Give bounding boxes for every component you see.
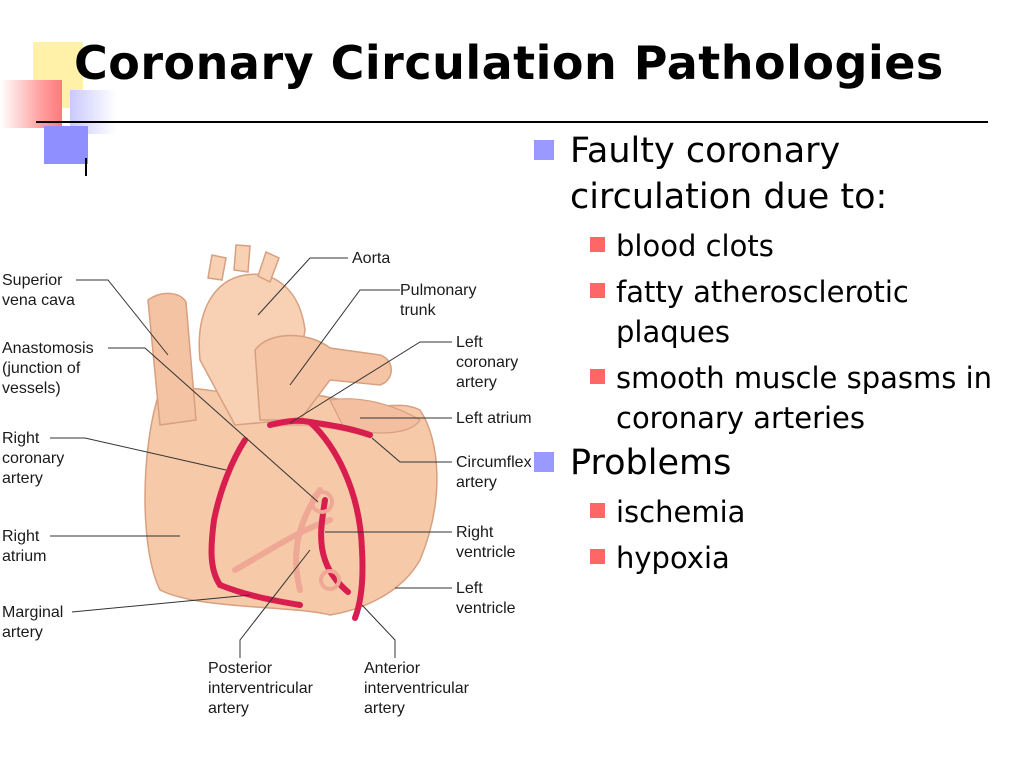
leader-cx: [371, 437, 452, 463]
sub-bullet-text: smooth muscle spasms in: [616, 361, 993, 395]
sub-bullet-blood-clots: blood clots: [534, 226, 1020, 266]
label-rv-2: ventricle: [456, 544, 516, 561]
label-svc-1: Superior: [2, 272, 63, 289]
leader-anastomosis: [108, 347, 319, 503]
leader-pt: [289, 289, 400, 386]
anterior-interventricular-artery: [307, 419, 366, 621]
deco-square-blue: [44, 126, 88, 164]
leader-aorta: [257, 257, 348, 316]
bullet-text-line: Problems: [570, 443, 732, 483]
label-pt-2: trunk: [400, 302, 437, 319]
label-aiv-3: artery: [364, 700, 405, 717]
sub-bullet-text: ischemia: [616, 495, 746, 529]
bullet-list: Faulty coronary circulation due to: bloo…: [534, 128, 1020, 578]
label-marginal-2: artery: [2, 624, 43, 641]
bullet-problems: Problems: [534, 440, 1020, 486]
label-ra-1: Right: [2, 528, 40, 545]
label-ra-2: atrium: [2, 548, 46, 565]
posterior-interventricular-artery: [318, 497, 351, 595]
sub-bullet-square-icon: [590, 237, 605, 252]
label-left-atrium: Left atrium: [456, 410, 532, 427]
label-anastomosis-3: vessels): [2, 380, 61, 397]
sub-bullet-text: fatty atherosclerotic: [616, 275, 909, 309]
leader-rca: [50, 437, 227, 471]
label-aiv-2: interventricular: [364, 680, 470, 697]
label-lv-2: ventricle: [456, 600, 516, 617]
leader-piv: [239, 549, 311, 658]
bullet-text-line: circulation due to:: [570, 177, 888, 217]
sub-bullet-ischemia: ischemia: [534, 492, 1020, 532]
label-rv-1: Right: [456, 524, 494, 541]
label-marginal-1: Marginal: [2, 604, 63, 621]
slide-title: Coronary Circulation Pathologies: [74, 36, 944, 90]
heart-diagram: Aorta Superior vena cava Pulmonary trunk…: [2, 244, 532, 717]
leader-aiv: [361, 604, 396, 658]
label-rca-3: artery: [2, 470, 43, 487]
sub-bullet-square-icon: [590, 369, 605, 384]
label-anastomosis-2: (junction of: [2, 360, 81, 377]
label-piv-1: Posterior: [208, 660, 273, 677]
label-lca-3: artery: [456, 374, 497, 391]
sub-bullet-text: coronary arteries: [616, 401, 866, 435]
label-pt-1: Pulmonary: [400, 282, 476, 299]
bullet-square-icon: [534, 140, 554, 160]
label-lv-1: Left: [456, 580, 483, 597]
sub-bullet-hypoxia: hypoxia: [534, 538, 1020, 578]
right-coronary-artery: [208, 437, 248, 588]
sub-bullet-plaques: fatty atherosclerotic plaques: [534, 272, 1020, 352]
label-svc-2: vena cava: [2, 292, 75, 309]
leader-svc: [76, 279, 169, 356]
bullet-faulty-circulation: Faulty coronary circulation due to:: [534, 128, 1020, 220]
aorta-branch-2: [233, 244, 251, 273]
pulmonary-trunk: [254, 334, 392, 421]
bullet-text-line: Faulty coronary: [570, 131, 841, 171]
leader-lca: [289, 341, 452, 424]
label-lca-1: Left: [456, 334, 483, 351]
label-rca-2: coronary: [2, 450, 64, 467]
label-cx-2: artery: [456, 474, 497, 491]
sub-bullet-spasms: smooth muscle spasms in coronary arterie…: [534, 358, 1020, 438]
sub-bullet-square-icon: [590, 283, 605, 298]
label-anastomosis-1: Anastomosis: [2, 340, 94, 357]
sub-bullet-text: blood clots: [616, 229, 774, 263]
text-cursor: [85, 158, 87, 176]
label-cx-1: Circumflex: [456, 454, 532, 471]
title-divider: [36, 121, 988, 123]
superior-vena-cava: [147, 292, 197, 426]
aorta-branch-1: [207, 254, 227, 281]
marginal-artery: [217, 582, 303, 608]
anastomosis-loop: [310, 490, 334, 514]
label-lca-2: coronary: [456, 354, 518, 371]
label-aiv-1: Anterior: [364, 660, 421, 677]
bullet-square-icon: [534, 452, 554, 472]
label-aorta: Aorta: [352, 250, 390, 267]
label-piv-2: interventricular: [208, 680, 314, 697]
leader-marginal: [71, 594, 251, 613]
sub-bullet-square-icon: [590, 503, 605, 518]
sub-bullet-text: hypoxia: [616, 541, 730, 575]
anastomosis-loop-2: [319, 569, 341, 591]
label-piv-3: artery: [208, 700, 249, 717]
sub-bullet-square-icon: [590, 549, 605, 564]
deco-square-pink: [0, 80, 62, 128]
sub-bullet-text: plaques: [616, 315, 730, 349]
label-rca-1: Right: [2, 430, 40, 447]
aorta-branch-3: [257, 250, 280, 284]
